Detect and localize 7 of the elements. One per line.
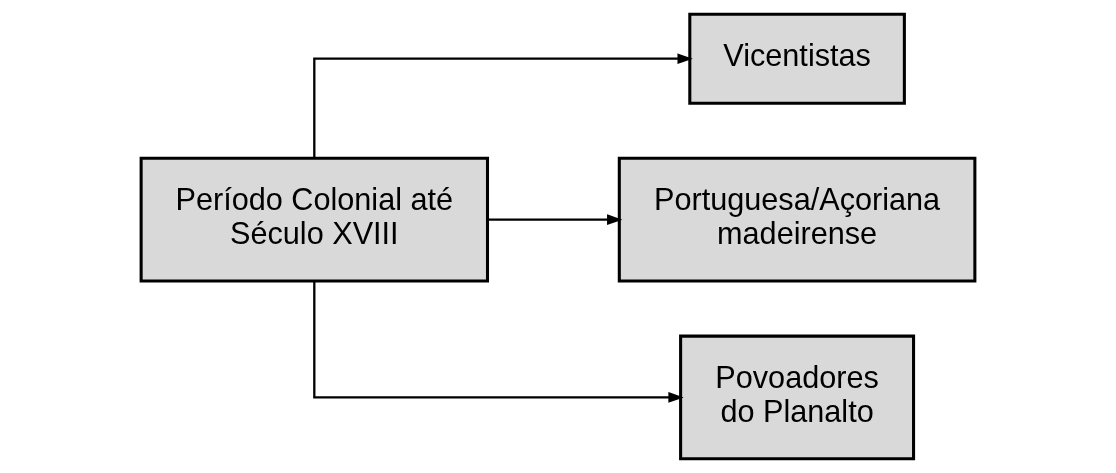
arrow xyxy=(313,281,684,403)
node-box: Período Colonial até Século XVIII xyxy=(139,156,490,283)
arrow xyxy=(487,214,623,226)
node-box: Vicentistas xyxy=(688,12,906,105)
node-box: Portuguesa/Açoriana madeirense xyxy=(617,156,977,283)
node-box: Povoadores do Planalto xyxy=(679,334,916,461)
arrow xyxy=(313,53,693,158)
